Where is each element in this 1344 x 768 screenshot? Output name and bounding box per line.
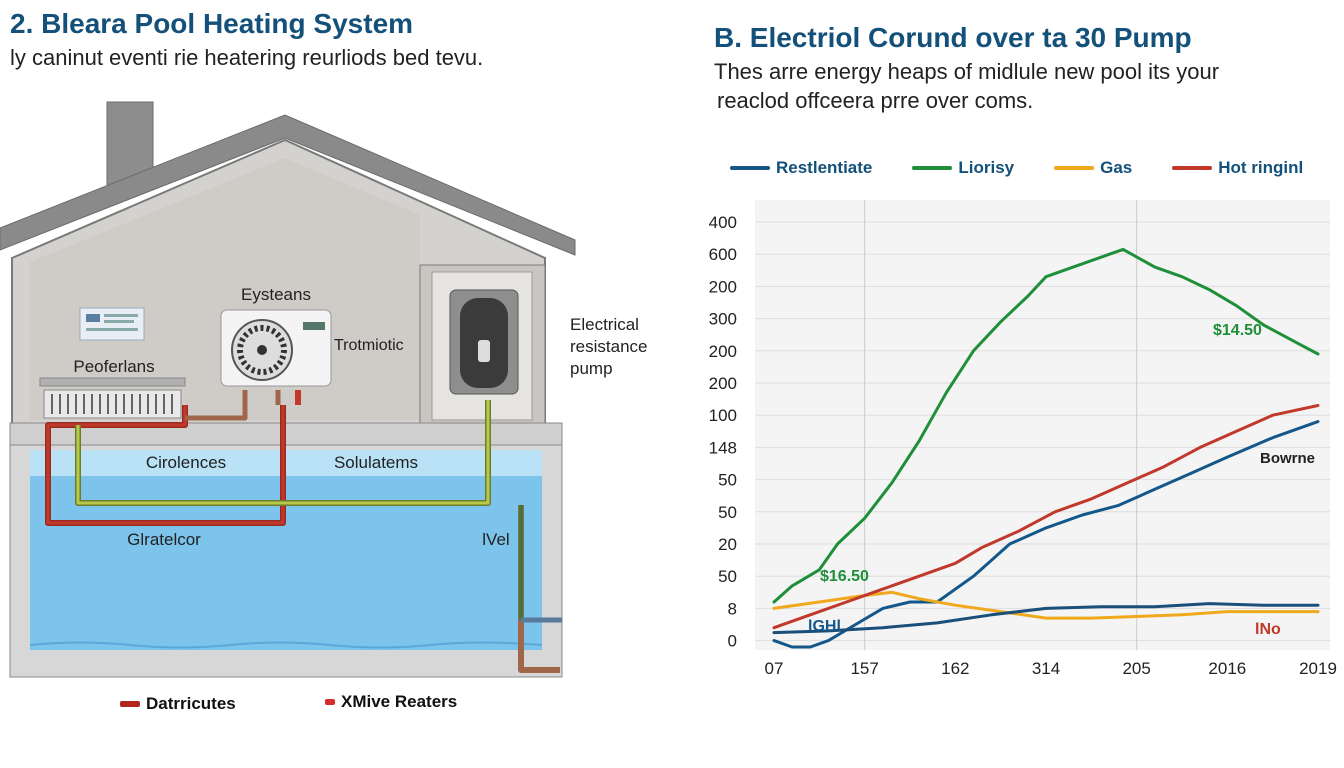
y-tick-label: 8 [728, 599, 737, 618]
y-tick-label: 200 [709, 374, 737, 393]
left-legend-item-1: Datrricutes [120, 694, 236, 714]
label-solulatems: Solulatems [334, 453, 418, 472]
legend-swatch [325, 699, 335, 705]
left-legend-item-2: XMive Reaters [325, 692, 457, 712]
x-tick-label: 314 [1032, 659, 1060, 678]
legend-label: Datrricutes [146, 694, 236, 713]
chart-annotation: $14.50 [1213, 322, 1262, 339]
chart-legend-item: Gas [1054, 158, 1132, 178]
y-tick-label: 0 [728, 632, 737, 651]
left-title: 2. Bleara Pool Heating System [10, 8, 414, 39]
chart-legend-item: Liorisy [912, 158, 1014, 178]
y-tick-label: 400 [709, 213, 737, 232]
label-resistance: resistance [570, 337, 647, 356]
legend-label: Liorisy [958, 158, 1015, 177]
legend-swatch [120, 701, 140, 707]
x-tick-label: 157 [850, 659, 878, 678]
plot-background [755, 200, 1330, 650]
y-tick-label: 50 [718, 567, 737, 586]
y-tick-label: 50 [718, 503, 737, 522]
series-line-5 [772, 602, 1320, 635]
heater-panel [43, 389, 182, 419]
left-subtitle: ly caninut eventi rie heatering reurliod… [10, 45, 484, 70]
legend-swatch [912, 166, 953, 170]
x-tick-label: 162 [941, 659, 969, 678]
x-tick-label: 2016 [1208, 659, 1246, 678]
right-subtitle-line2: reaclod offceera prre over coms. [717, 88, 1034, 113]
label-peoferlans: Peoferlans [73, 357, 154, 376]
y-tick-label: 200 [709, 342, 737, 361]
series-line-4 [772, 404, 1320, 630]
chart-legend-item: Restlentiate [730, 158, 872, 178]
label-ivel: lVel [482, 530, 509, 549]
x-tick-label: 07 [765, 659, 784, 678]
series-line-1 [772, 420, 1320, 649]
label-pump: pump [570, 359, 613, 378]
y-tick-label: 148 [709, 438, 737, 457]
right-subtitle-line1: Thes arre energy heaps of midlule new po… [714, 59, 1220, 84]
y-tick-label: 20 [718, 535, 737, 554]
chart-annotation: lGHl [808, 618, 841, 635]
label-cirolences: Cirolences [146, 453, 226, 472]
chart-legend: Restlentiate Liorisy Gas Hot ringinl [730, 158, 1303, 178]
legend-label: Hot ringinl [1218, 158, 1304, 177]
legend-label: XMive Reaters [341, 692, 458, 711]
series-line-2 [772, 247, 1320, 604]
pool-heating-diagram: Eysteans Peoferlans Trotmiotic Electrica… [0, 101, 647, 678]
y-tick-label: 600 [709, 245, 737, 264]
right-title: B. Electriol Corund over ta 30 Pump [714, 22, 1192, 53]
y-tick-label: 300 [709, 310, 737, 329]
chart-annotation: Bowrne [1260, 450, 1315, 467]
label-electrical: Electrical [570, 315, 639, 334]
x-tick-label: 205 [1122, 659, 1150, 678]
label-eysteans: Eysteans [241, 285, 311, 304]
legend-swatch [730, 166, 770, 170]
legend-label: Gas [1100, 158, 1133, 177]
legend-swatch [1172, 166, 1213, 170]
label-trotmiotic: Trotmiotic [334, 337, 404, 354]
thermostat-icon [79, 307, 145, 341]
legend-swatch [1054, 166, 1095, 170]
chart-annotation: $16.50 [820, 568, 869, 585]
label-glratelcor: Glratelcor [127, 530, 201, 549]
y-tick-label: 200 [709, 277, 737, 296]
y-tick-label: 100 [709, 406, 737, 425]
chart-annotation: lNo [1255, 621, 1281, 638]
roof [0, 114, 576, 256]
y-tick-label: 50 [718, 471, 737, 490]
legend-label: Restlentiate [776, 158, 873, 177]
x-tick-label: 2019 [1299, 659, 1337, 678]
chart-legend-item: Hot ringinl [1172, 158, 1303, 178]
